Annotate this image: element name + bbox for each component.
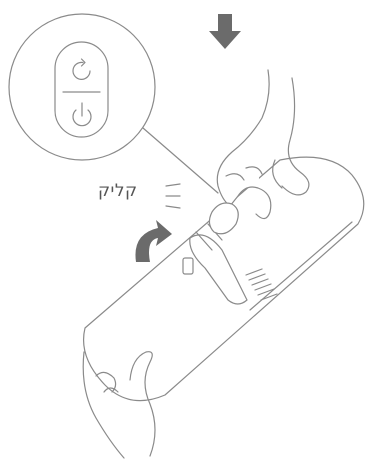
down-arrow-icon [209,14,241,49]
click-indicator-icon [166,184,180,208]
zoom-callout [9,14,218,193]
curved-arrow-icon [135,220,172,262]
callout-leader-line [143,128,218,193]
click-label: קליק [98,181,138,201]
